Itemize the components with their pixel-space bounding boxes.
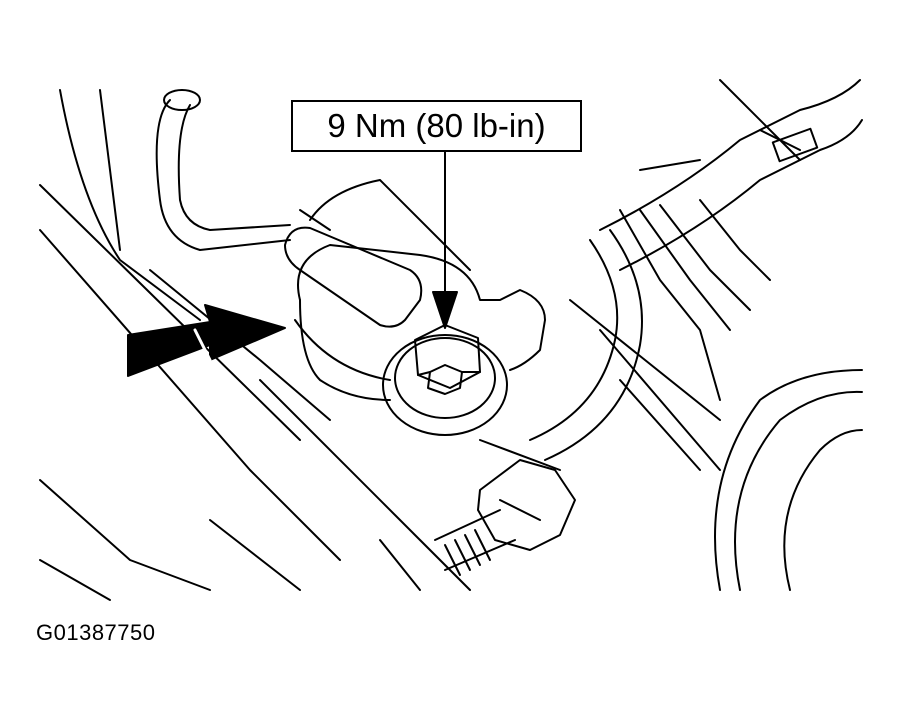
double-arrow-right-icon <box>127 304 286 377</box>
vacuum-hose <box>155 89 291 251</box>
torque-leader-arrow <box>432 151 458 329</box>
torque-spec-label: 9 Nm (80 lb-in) <box>291 100 582 152</box>
figure-id: G01387750 <box>36 620 156 645</box>
air-intake-boot <box>599 79 863 401</box>
engine-block-lines <box>39 79 801 601</box>
knock-sensor <box>284 179 546 436</box>
metal-line-fitting <box>434 229 643 576</box>
round-housing <box>714 369 863 591</box>
arrow-down-icon <box>432 291 458 329</box>
